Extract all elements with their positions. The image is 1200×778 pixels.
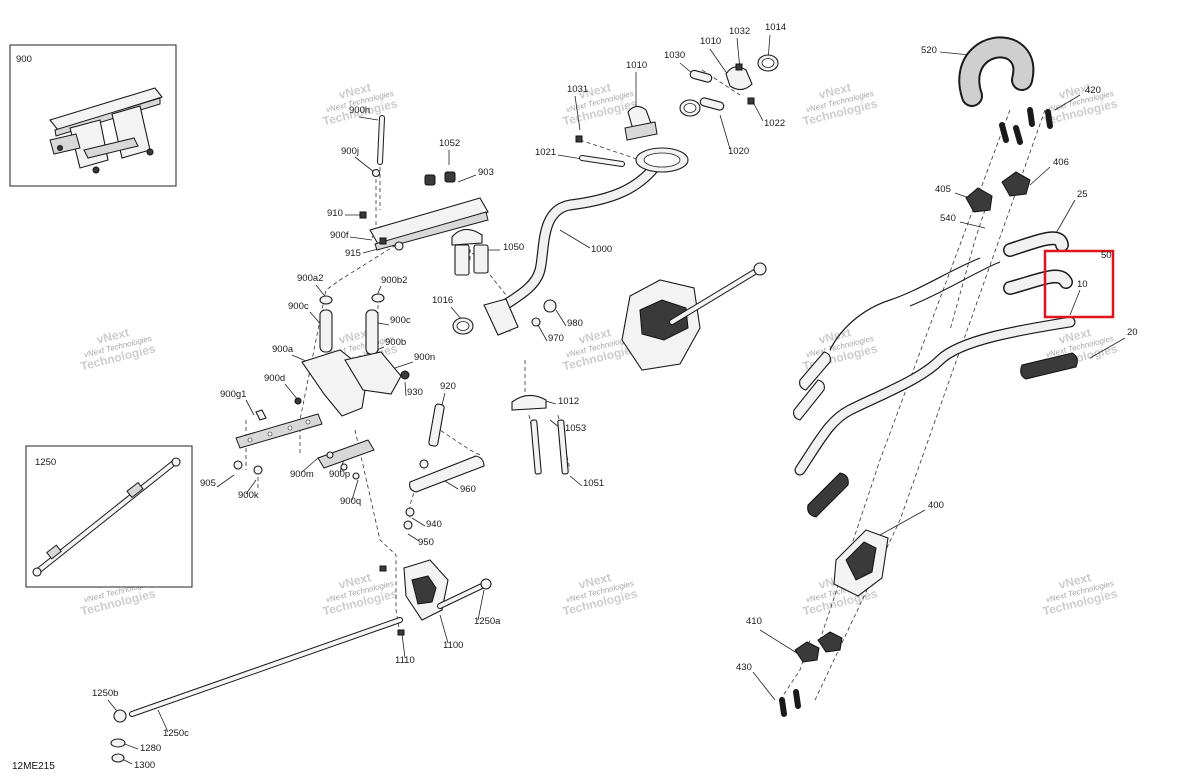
- part-label-1110: 1110: [395, 655, 415, 666]
- part-label-410: 410: [746, 616, 762, 627]
- part-label-950: 950: [418, 537, 434, 548]
- handlebar-bracket-assembly: [575, 54, 779, 167]
- tie-rod-1250: [110, 559, 492, 763]
- part-label-1031: 1031: [567, 84, 588, 95]
- part-label-900m: 900m: [290, 469, 314, 480]
- part-label-900a: 900a: [272, 344, 294, 355]
- pitman-assembly-900: [233, 293, 445, 480]
- part-label-930: 930: [407, 387, 423, 398]
- part-label-520: 520: [921, 45, 937, 56]
- bolt-900h: [371, 115, 385, 178]
- part-label-900q: 900q: [340, 496, 361, 507]
- part-label-900j: 900j: [341, 146, 359, 157]
- part-label-1250b: 1250b: [92, 688, 118, 699]
- inset-label-900: 900: [16, 54, 32, 65]
- part-label-1010: 1010: [626, 60, 647, 71]
- part-label-1300: 1300: [134, 760, 155, 771]
- part-label-1016: 1016: [432, 295, 453, 306]
- part-label-1250c: 1250c: [163, 728, 189, 739]
- part-label-970: 970: [548, 333, 564, 344]
- part-label-900f: 900f: [330, 230, 349, 241]
- part-label-430: 430: [736, 662, 752, 673]
- part-label-910: 910: [327, 208, 343, 219]
- inset-label-1250: 1250: [35, 457, 56, 468]
- part-label-420: 420: [1085, 85, 1101, 96]
- lower-column-parts: [511, 394, 569, 475]
- handlebar-assembly: [779, 36, 1078, 717]
- part-label-1250a: 1250a: [474, 616, 501, 627]
- part-label-1022: 1022: [764, 118, 785, 129]
- steering-column-1000: [483, 147, 689, 336]
- part-label-1050: 1050: [503, 242, 524, 253]
- part-label-905: 905: [200, 478, 216, 489]
- part-label-1280: 1280: [140, 743, 161, 754]
- inset-assembly-900: [49, 87, 163, 174]
- part-label-915: 915: [345, 248, 361, 259]
- part-label-406: 406: [1053, 157, 1069, 168]
- part-label-1100: 1100: [443, 640, 463, 651]
- part-label-1020: 1020: [728, 146, 749, 157]
- part-label-20: 20: [1127, 327, 1138, 338]
- highlight-box: [1043, 249, 1115, 319]
- part-label-540: 540: [940, 213, 956, 224]
- part-label-900a2: 900a2: [297, 273, 323, 284]
- column-support: [359, 171, 489, 276]
- part-label-980: 980: [567, 318, 583, 329]
- part-label-1053: 1053: [565, 423, 586, 434]
- part-label-900n: 900n: [414, 352, 435, 363]
- part-label-920: 920: [440, 381, 456, 392]
- part-label-25: 25: [1077, 189, 1088, 200]
- part-label-1014: 1014: [765, 22, 786, 33]
- part-label-940: 940: [426, 519, 442, 530]
- part-label-1010: 1010: [700, 36, 721, 47]
- part-label-1032: 1032: [729, 26, 750, 37]
- leader-lines: [107, 34, 1126, 765]
- part-label-900b2: 900b2: [381, 275, 407, 286]
- part-label-10: 10: [1077, 279, 1088, 290]
- part-label-900k: 900k: [238, 490, 259, 501]
- part-label-900b: 900b: [385, 337, 406, 348]
- steering-box: [621, 262, 767, 371]
- part-label-400: 400: [928, 500, 944, 511]
- part-label-900c: 900c: [390, 315, 411, 326]
- part-label-1021: 1021: [535, 147, 556, 158]
- part-label-1012: 1012: [558, 396, 579, 407]
- part-label-1000: 1000: [591, 244, 612, 255]
- seals-washers: [452, 299, 557, 335]
- part-label-900p: 900p: [329, 469, 350, 480]
- part-label-900g1: 900g1: [220, 389, 246, 400]
- part-label-903: 903: [478, 167, 494, 178]
- part-label-1030: 1030: [664, 50, 685, 61]
- part-label-50: 50: [1101, 250, 1112, 261]
- part-label-1052: 1052: [439, 138, 460, 149]
- part-label-900d: 900d: [264, 373, 285, 384]
- diagram-code: 12ME215: [12, 761, 55, 772]
- drag-link-960: [403, 455, 485, 530]
- part-label-1051: 1051: [583, 478, 604, 489]
- inset-tie-rod-1250: [32, 457, 181, 577]
- part-label-900c: 900c: [288, 301, 309, 312]
- part-label-900h: 900h: [349, 105, 370, 116]
- part-label-960: 960: [460, 484, 476, 495]
- part-label-405: 405: [935, 184, 951, 195]
